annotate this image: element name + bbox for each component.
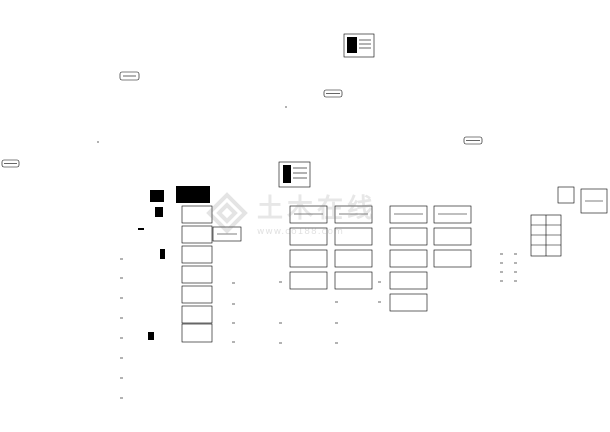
scattered-marks [97, 106, 517, 399]
right-cluster [530, 186, 608, 257]
title-tag-2 [1, 159, 20, 168]
index-sheet-middle [278, 161, 311, 188]
index-sheet-top [343, 33, 375, 58]
title-tag-4 [463, 136, 483, 145]
left-plan-column [138, 186, 242, 343]
title-tag-3 [323, 89, 343, 98]
title-tag-1 [119, 71, 140, 81]
central-plan-grid [289, 205, 472, 312]
